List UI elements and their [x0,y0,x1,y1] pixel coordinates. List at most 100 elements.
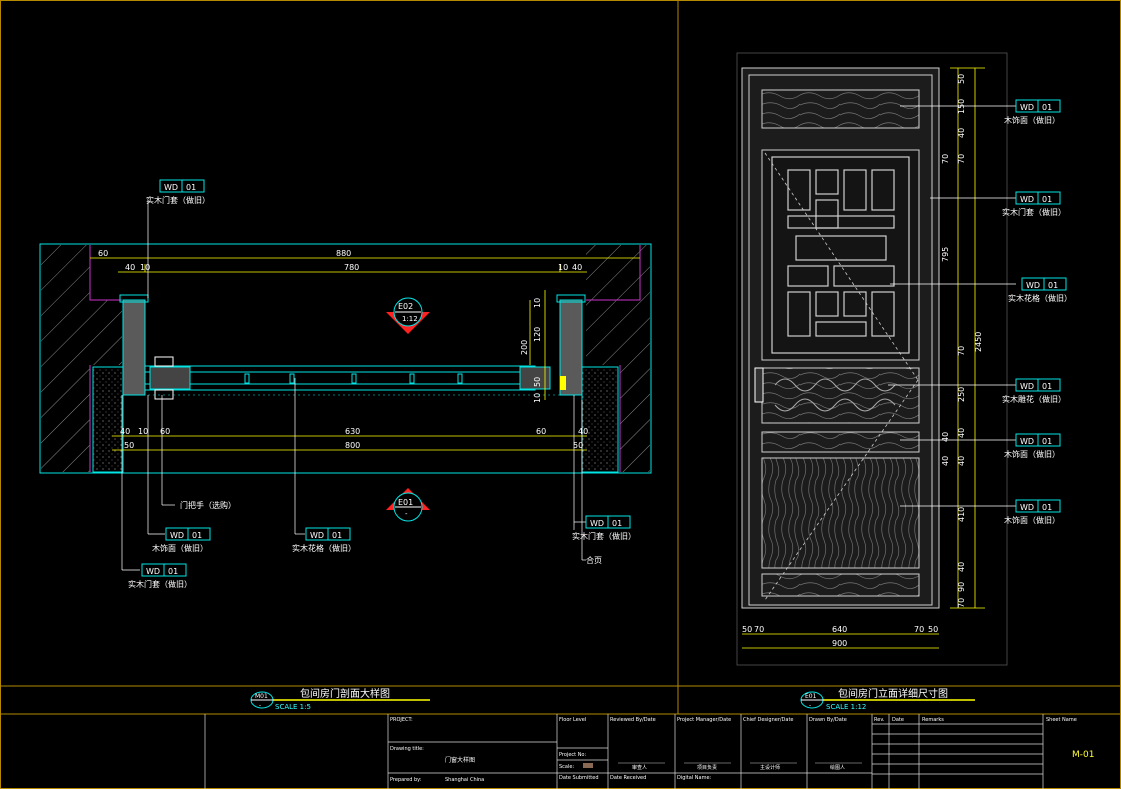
section-title-block: M01 - 包间房门剖面大样图 SCALE 1:5 [250,687,430,711]
svg-text:50: 50 [124,441,134,450]
elevation-marker-top[interactable]: E02 1:12 [386,297,430,334]
jamb-right [559,299,583,396]
sheet-number: M-01 [1072,750,1094,760]
svg-text:实木花格（做旧）: 实木花格（做旧） [1008,293,1072,303]
elevation-title-block: E01 - 包间房门立面详细尺寸图 SCALE 1:12 [800,687,975,711]
svg-text:250: 250 [957,387,966,402]
svg-text:WD: WD [1026,281,1040,290]
svg-text:01: 01 [332,531,342,540]
svg-text:01: 01 [1042,503,1052,512]
svg-text:门窗大样图: 门窗大样图 [445,756,475,764]
svg-text:WD: WD [1020,195,1034,204]
svg-text:SCALE 1:12: SCALE 1:12 [826,703,866,711]
svg-text:410: 410 [957,507,966,522]
bottom-dimensions-elev [742,633,939,649]
svg-text:Digital Name:: Digital Name: [677,775,712,781]
svg-text:木饰面（做旧）: 木饰面（做旧） [1004,115,1060,125]
svg-text:60: 60 [160,427,170,436]
top-panel [761,89,920,129]
material-tag[interactable]: WD 01 木饰面（做旧） [152,527,211,553]
svg-text:40: 40 [120,427,130,436]
svg-text:01: 01 [1042,195,1052,204]
note-hinge: 合页 [586,555,602,565]
wall-outline [39,243,652,474]
svg-text:-: - [405,510,408,518]
svg-text:640: 640 [832,625,847,634]
svg-text:实木门套（做旧）: 实木门套（做旧） [128,579,192,589]
material-tag[interactable]: WD 01 实木雕花（做旧） [1002,378,1066,404]
title-block: PROJECT: Drawing title: 门窗大样图 Prepared b… [204,714,1094,789]
svg-text:Reviewed By/Date: Reviewed By/Date [610,717,656,723]
svg-text:150: 150 [957,99,966,114]
svg-text:01: 01 [1042,382,1052,391]
svg-text:Project Manager/Date: Project Manager/Date [677,717,731,723]
svg-text:木饰面（做旧）: 木饰面（做旧） [1004,515,1060,525]
svg-text:实木门套（做旧）: 实木门套（做旧） [572,531,636,541]
svg-text:PROJECT:: PROJECT: [390,717,413,723]
svg-text:Drawn By/Date: Drawn By/Date [809,717,847,723]
svg-text:绘图人: 绘图人 [830,764,845,771]
svg-text:40: 40 [125,263,135,272]
svg-text:90: 90 [957,582,966,592]
elevation-title: 包间房门立面详细尺寸图 [838,687,948,700]
carved-panel [761,367,920,424]
svg-text:E02: E02 [398,302,413,311]
svg-text:40: 40 [572,263,582,272]
svg-text:10: 10 [533,393,542,403]
svg-text:50: 50 [928,625,938,634]
material-tag[interactable]: WD 01 实木花格（做旧） [1008,277,1072,303]
svg-text:780: 780 [344,263,359,272]
svg-text:10: 10 [533,298,542,308]
svg-text:Floor Level: Floor Level [559,717,586,723]
svg-text:WD: WD [1020,382,1034,391]
svg-text:40: 40 [941,456,950,466]
material-tag[interactable]: WD 01 实木花格（做旧） [292,527,356,553]
wall-hatch-left [41,245,122,365]
svg-text:-: - [259,702,261,709]
svg-text:01: 01 [1048,281,1058,290]
svg-text:WD: WD [590,519,604,528]
svg-text:木饰面（做旧）: 木饰面（做旧） [152,543,208,553]
svg-text:WD: WD [1020,503,1034,512]
right-dimensions [950,67,985,609]
svg-text:10: 10 [558,263,568,272]
svg-text:1:12: 1:12 [402,315,418,323]
material-tag[interactable]: WD 01 木饰面（做旧） [1004,99,1061,125]
material-tag[interactable]: WD 01 实木门套（做旧） [128,563,192,589]
svg-text:40: 40 [941,432,950,442]
svg-text:WD: WD [146,567,160,576]
lower-panel [761,457,920,569]
material-tag[interactable]: WD 01 实木门套（做旧） [1002,191,1066,217]
door-leaf [144,365,536,391]
svg-text:630: 630 [345,427,360,436]
svg-text:WD: WD [310,531,324,540]
svg-text:WD: WD [170,531,184,540]
svg-text:900: 900 [832,639,847,648]
top-dimensions [90,257,640,273]
elevation-view: 50 150 40 70 70 795 70 250 40 40 410 40 … [736,52,1072,711]
svg-text:M01: M01 [255,693,268,700]
elevation-marker-bottom[interactable]: E01 - [386,488,430,522]
material-tag[interactable]: WD 01 木饰面（做旧） [1004,499,1061,525]
svg-text:审查人: 审查人 [632,764,647,771]
svg-text:10: 10 [138,427,148,436]
svg-text:-: - [809,702,811,709]
lattice-panel [761,149,920,361]
svg-text:01: 01 [192,531,202,540]
material-tag[interactable]: WD 01 实木门套（做旧） [146,179,210,205]
svg-text:E01: E01 [398,498,413,507]
svg-text:WD: WD [164,183,178,192]
material-tag[interactable]: WD 01 实木门套（做旧） [572,515,636,541]
svg-text:Rev.: Rev. [874,717,885,723]
section-title: 包间房门剖面大样图 [300,687,390,700]
material-tag[interactable]: WD 01 木饰面（做旧） [1004,433,1061,459]
svg-text:Scale:: Scale: [559,764,574,770]
svg-text:50: 50 [957,74,966,84]
door-handle [754,367,764,403]
wall-hatch-right [586,245,650,365]
svg-text:主设计师: 主设计师 [760,764,780,771]
svg-text:Date Submitted: Date Submitted [559,775,599,781]
dim-880: 880 [336,249,351,258]
infill-right [582,367,618,472]
svg-text:70: 70 [754,625,764,634]
